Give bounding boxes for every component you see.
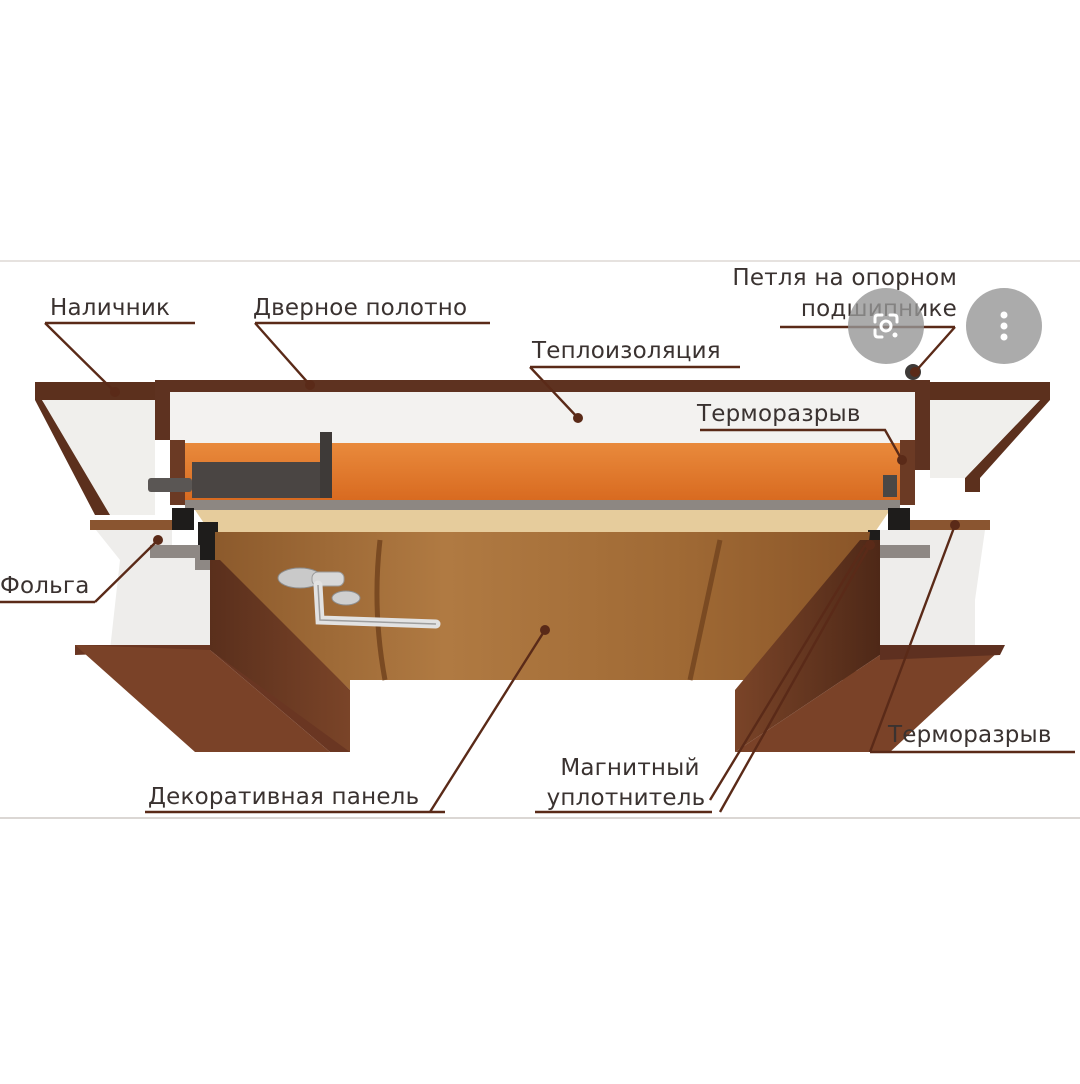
label-thermal-break-top: Терморазрыв xyxy=(697,401,861,427)
left-lower-jamb-front xyxy=(75,645,330,752)
right-gray-profile xyxy=(880,545,930,558)
insulation-area xyxy=(170,392,915,444)
panel-groove-2 xyxy=(687,539,723,681)
right-frame-vertical xyxy=(915,392,930,470)
label-decor-panel: Декоративная панель xyxy=(148,784,420,810)
lock-plate xyxy=(320,432,332,498)
left-inner-frame xyxy=(170,440,185,505)
hinge-bolt xyxy=(883,475,897,497)
left-insulation-top xyxy=(42,400,155,515)
panel-groove-1 xyxy=(374,539,388,681)
more-options-button[interactable] xyxy=(966,288,1042,364)
label-foil: Фольга xyxy=(0,573,90,599)
left-seal-2 xyxy=(198,522,218,560)
mdf-layer xyxy=(195,510,890,532)
google-lens-icon xyxy=(873,313,899,339)
separator-band xyxy=(185,500,900,510)
left-lower-insulation xyxy=(96,530,210,650)
right-insulation-top xyxy=(930,400,1040,478)
leader-dots xyxy=(110,367,960,635)
right-seal xyxy=(888,508,910,530)
right-lower-insulation xyxy=(880,530,985,655)
lock-block xyxy=(192,462,332,498)
door-handle xyxy=(277,567,441,629)
label-hinge-line1: Петля на опорном xyxy=(732,265,957,291)
right-lower-jamb-front xyxy=(735,650,1000,752)
google-lens-button[interactable] xyxy=(848,288,924,364)
lock-bolt xyxy=(148,478,192,492)
label-insulation: Теплоизоляция xyxy=(532,338,721,364)
label-nalichnik: Наличник xyxy=(50,295,171,321)
left-gray-profile xyxy=(150,545,212,570)
right-inner-frame xyxy=(900,440,915,505)
label-magnetic-line1: Магнитный xyxy=(560,755,700,781)
right-lower-jamb-top xyxy=(880,645,1005,660)
right-casing xyxy=(930,382,1050,492)
label-magnetic-line2: уплотнитель xyxy=(546,785,706,811)
label-thermal-break-bottom: Терморазрыв xyxy=(888,722,1052,748)
left-flange xyxy=(90,520,172,530)
more-vertical-icon xyxy=(1000,311,1008,341)
left-lower-jamb-side xyxy=(210,560,350,752)
label-door-leaf: Дверное полотно xyxy=(253,295,468,321)
left-seal xyxy=(172,508,194,530)
